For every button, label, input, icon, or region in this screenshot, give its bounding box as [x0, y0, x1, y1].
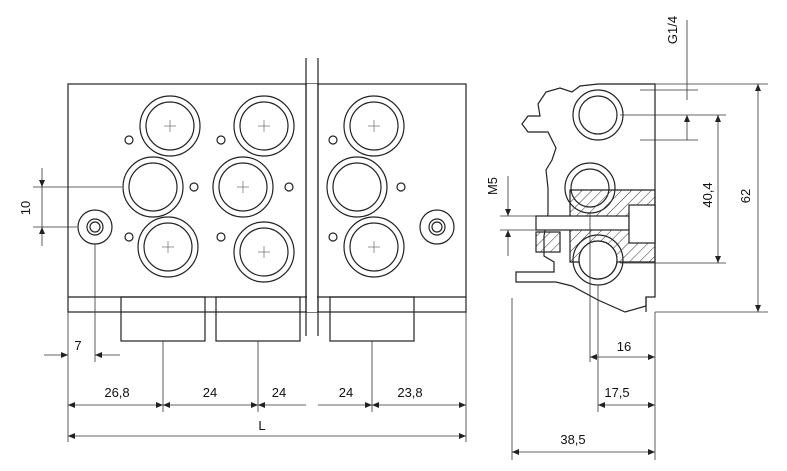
dim-7-label: 7 — [74, 338, 81, 353]
dim-24-c-label: 24 — [339, 385, 353, 400]
base-tab-3 — [329, 296, 415, 342]
dim-24-a-label: 24 — [203, 385, 217, 400]
dim-38-5-label: 38,5 — [560, 432, 585, 447]
pilot-hole — [216, 232, 226, 242]
dim-10-label: 10 — [18, 201, 33, 215]
dim-40-4-label: 40,4 — [700, 182, 715, 207]
port — [326, 156, 388, 218]
m5-bore — [535, 215, 630, 231]
dim-23-8-label: 23,8 — [397, 385, 422, 400]
pilot-hole — [328, 135, 338, 145]
dim-26-8-label: 26,8 — [104, 385, 129, 400]
port — [233, 221, 295, 283]
dim-62-label: 62 — [738, 189, 753, 203]
pilot-hole — [284, 182, 294, 192]
side-bore — [628, 204, 656, 244]
pilot-hole — [189, 182, 199, 192]
manifold-body — [67, 83, 467, 313]
mounting-hole-left — [77, 209, 113, 245]
pilot-hole — [124, 232, 134, 242]
side-view: G1/4 40,4 62 M5 16 17,5 38,5 — [485, 16, 768, 460]
port — [137, 216, 199, 278]
mounting-hole-right — [419, 209, 455, 245]
dim-17-5-label: 17,5 — [604, 385, 629, 400]
dim-L-label: L — [258, 418, 265, 433]
base-tab-2 — [215, 296, 301, 342]
port — [233, 95, 295, 157]
pilot-hole — [328, 232, 338, 242]
pilot-hole — [396, 182, 406, 192]
port — [343, 216, 405, 278]
pilot-hole — [216, 135, 226, 145]
base-tab-1 — [120, 296, 206, 342]
break-gap — [307, 84, 317, 312]
dim-16-label: 16 — [617, 339, 631, 354]
side-port-top — [572, 89, 624, 141]
port — [139, 95, 201, 157]
pilot-hole — [124, 135, 134, 145]
port — [122, 156, 184, 218]
dim-24-b-label: 24 — [272, 385, 286, 400]
dim-m5-label: M5 — [485, 177, 500, 195]
dim-g1-4-label: G1/4 — [665, 16, 680, 44]
lower-channel — [535, 231, 561, 253]
port — [343, 95, 405, 157]
front-view: 10 7 26,8 24 24 24 23,8 L — [18, 58, 467, 442]
port — [212, 156, 274, 218]
